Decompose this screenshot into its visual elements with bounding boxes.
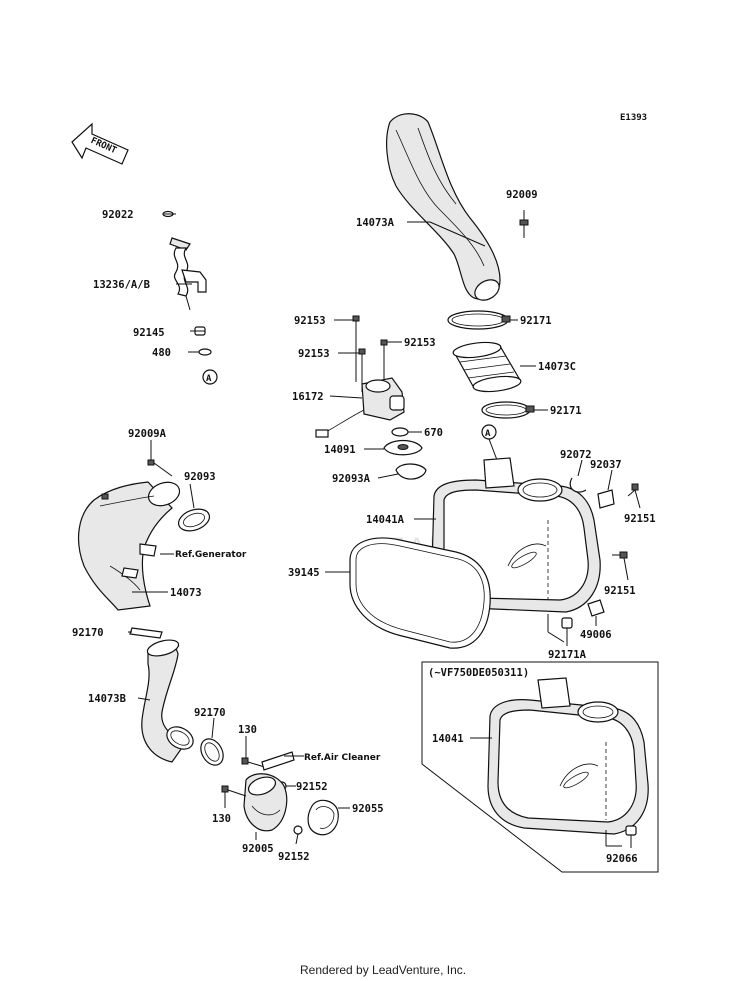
gasket-92093a — [377, 463, 427, 480]
bolt-92151-b — [612, 551, 629, 581]
part-label-92009a[interactable]: 92009A — [128, 428, 167, 440]
bolt-92151-a — [627, 483, 641, 509]
diagram-code: E1393 — [620, 113, 647, 123]
part-label-92171-mid[interactable]: 92171 — [550, 405, 582, 417]
part-label-92093[interactable]: 92093 — [184, 471, 216, 483]
part-label-13236[interactable]: 13236/A/B — [93, 279, 150, 291]
part-label-92153-a[interactable]: 92153 — [294, 315, 326, 327]
part-label-14041[interactable]: 14041 — [432, 733, 464, 745]
part-label-92171a[interactable]: 92171A — [548, 649, 587, 661]
bolt-130-b — [221, 785, 247, 808]
bolt-92009 — [519, 210, 529, 238]
bolt-92009a — [147, 440, 173, 477]
part-label-92145[interactable]: 92145 — [133, 327, 165, 339]
part-label-92152-b[interactable]: 92152 — [278, 851, 310, 863]
bolt-92171a — [547, 614, 573, 646]
variant-box-label: (~VF750DE050311) — [428, 667, 529, 679]
footer-credit: Rendered by LeadVenture, Inc. — [300, 963, 466, 977]
seal-92093 — [177, 483, 211, 532]
pad-92037 — [597, 469, 615, 509]
marker-a-center: A — [481, 424, 498, 461]
part-label-92072[interactable]: 92072 — [560, 449, 592, 461]
front-arrow-icon: FRONT — [71, 122, 129, 165]
part-label-92055[interactable]: 92055 — [352, 803, 384, 815]
part-label-92152-a[interactable]: 92152 — [296, 781, 328, 793]
part-label-14073b[interactable]: 14073B — [88, 693, 126, 705]
part-label-39145[interactable]: 39145 — [288, 567, 320, 579]
part-label-92066[interactable]: 92066 — [606, 853, 638, 865]
part-label-480[interactable]: 480 — [152, 347, 171, 359]
duct-14073b — [137, 639, 194, 763]
clamp-92171-top — [447, 310, 518, 330]
marker-a-left: A — [202, 369, 218, 385]
bolt-92066 — [605, 825, 637, 848]
duct-14073a — [386, 113, 501, 301]
ref-generator[interactable]: Ref.Generator — [175, 550, 247, 560]
part-label-92170-b[interactable]: 92170 — [194, 707, 226, 719]
part-label-92009[interactable]: 92009 — [506, 189, 538, 201]
part-label-14073a[interactable]: 14073A — [356, 217, 395, 229]
variant-box — [421, 661, 659, 873]
clamp-92171-mid — [481, 401, 548, 419]
clamp-92170-a — [128, 627, 163, 639]
belt-39145 — [325, 537, 491, 649]
part-label-92151-b[interactable]: 92151 — [604, 585, 636, 597]
part-label-14041a[interactable]: 14041A — [366, 514, 405, 526]
clamp-92170-b — [200, 717, 224, 766]
part-label-92151-a[interactable]: 92151 — [624, 513, 656, 525]
part-label-49006[interactable]: 49006 — [580, 629, 612, 641]
part-label-14073c[interactable]: 14073C — [538, 361, 576, 373]
svg-text:A: A — [485, 429, 491, 439]
sleeve-14073c — [452, 341, 536, 393]
part-label-130-a[interactable]: 130 — [238, 724, 257, 736]
part-label-92170-a[interactable]: 92170 — [72, 627, 104, 639]
part-label-92093a[interactable]: 92093A — [332, 473, 371, 485]
part-label-92153-b[interactable]: 92153 — [298, 348, 330, 360]
seal-670 — [391, 427, 422, 437]
part-label-92037[interactable]: 92037 — [590, 459, 622, 471]
clip-92072 — [569, 459, 587, 493]
part-label-14073[interactable]: 14073 — [170, 587, 202, 599]
pin-ref-air-cleaner — [261, 751, 295, 771]
part-label-92005[interactable]: 92005 — [242, 843, 274, 855]
nut-92152-b — [293, 825, 303, 845]
cover-14041 — [470, 677, 649, 835]
grommet-49006 — [587, 599, 605, 626]
part-label-130-b[interactable]: 130 — [212, 813, 231, 825]
cover-14091 — [364, 439, 423, 456]
part-label-92171-top[interactable]: 92171 — [520, 315, 552, 327]
housing-92005 — [243, 773, 288, 840]
gasket-92055 — [307, 799, 350, 836]
part-label-92022[interactable]: 92022 — [102, 209, 134, 221]
part-label-92153-c[interactable]: 92153 — [404, 337, 436, 349]
ref-air-cleaner[interactable]: Ref.Air Cleaner — [304, 753, 381, 763]
part-label-670[interactable]: 670 — [424, 427, 443, 439]
duct-14073 — [77, 481, 181, 611]
part-label-16172[interactable]: 16172 — [292, 391, 324, 403]
part-480-shape — [198, 348, 212, 356]
svg-text:A: A — [206, 374, 212, 384]
lever-assembly — [162, 210, 212, 356]
actuator-16172 — [315, 377, 405, 438]
part-label-14091[interactable]: 14091 — [324, 444, 356, 456]
